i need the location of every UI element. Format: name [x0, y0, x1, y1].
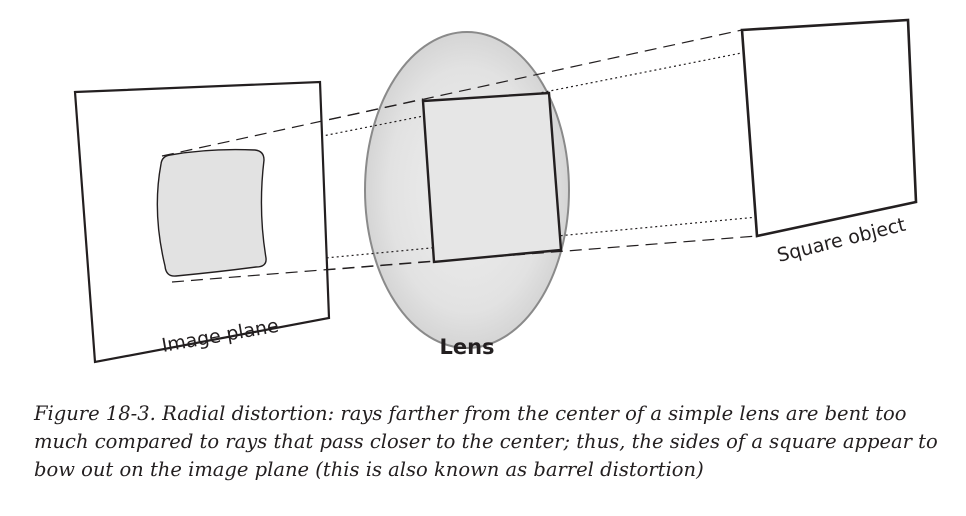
outer-ray-top-front — [161, 98, 424, 157]
radial-distortion-diagram: Image plane Lens Square object — [73, 18, 918, 364]
outer-ray-bottom-front — [171, 260, 435, 283]
distorted-square-image — [156, 148, 267, 277]
figure-caption: Figure 18-3. Radial distortion: rays far… — [34, 402, 938, 481]
square-object — [740, 18, 918, 238]
lens-square — [421, 91, 563, 264]
lens-label: Lens — [439, 335, 494, 359]
